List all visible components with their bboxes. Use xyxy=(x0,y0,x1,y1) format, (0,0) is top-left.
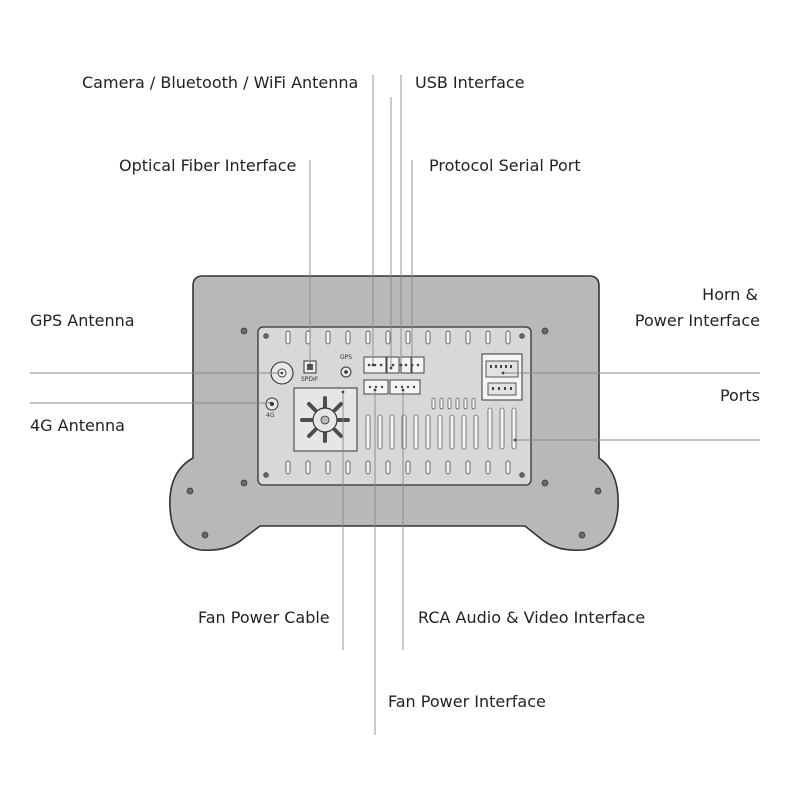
fan-blades xyxy=(300,396,350,443)
ports-label: Ports xyxy=(719,386,760,405)
camera-bluetooth-wifi-antenna-label: Camera / Bluetooth / WiFi Antenna xyxy=(82,73,359,92)
gps-mark: GPS xyxy=(340,354,352,361)
protocol-serial-port-label: Protocol Serial Port xyxy=(429,156,581,175)
gps-antenna-label: GPS Antenna xyxy=(30,311,135,330)
connector-pins xyxy=(367,363,420,389)
usb-interface-label: USB Interface xyxy=(415,73,525,92)
4g-antenna-label: 4G Antenna xyxy=(30,416,125,435)
lower-vent-slots xyxy=(365,407,517,450)
power-connector-pins xyxy=(490,365,512,390)
optical-fiber-interface-label: Optical Fiber Interface xyxy=(119,156,297,175)
4g-mark: 4G xyxy=(266,412,275,419)
power-interface-label: Power Interface xyxy=(634,311,760,330)
rca-audio-video-interface-label: RCA Audio & Video Interface xyxy=(418,608,646,627)
fan-power-cable-label: Fan Power Cable xyxy=(198,608,330,627)
spdif-mark: SPDIF xyxy=(301,376,319,383)
leader-lines xyxy=(30,75,760,735)
panel-screws xyxy=(263,333,525,478)
leader-dots xyxy=(269,363,517,442)
fan-power-interface-label: Fan Power Interface xyxy=(388,692,546,711)
bottom-vent-slots xyxy=(285,460,511,475)
top-vent-slots xyxy=(285,330,511,345)
housing-screws xyxy=(186,327,602,539)
horn-label: Horn & xyxy=(702,285,758,304)
mid-vent-slots xyxy=(431,397,476,410)
